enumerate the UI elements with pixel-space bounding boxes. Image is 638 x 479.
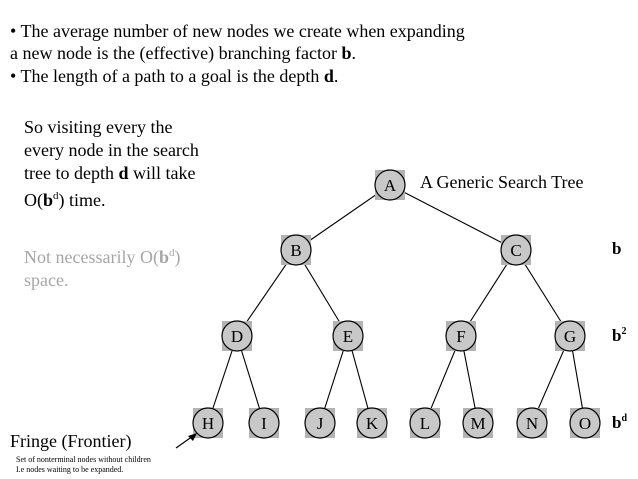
bullet-text: . bbox=[333, 66, 339, 86]
visiting-paragraph: So visiting every the every node in the … bbox=[24, 116, 199, 212]
node-circle bbox=[356, 407, 388, 439]
tree-edges bbox=[207, 184, 586, 424]
level-base: b bbox=[612, 326, 621, 345]
node-circle bbox=[445, 320, 477, 352]
node-label: C bbox=[510, 241, 521, 260]
tree-node-B: B bbox=[280, 234, 312, 266]
text: ) bbox=[174, 247, 181, 267]
bold-text: d bbox=[118, 163, 129, 183]
tree-node-G: G bbox=[554, 320, 586, 352]
superscript: d bbox=[168, 247, 175, 259]
bullet-text: • The length of a path to a goal is the … bbox=[10, 66, 324, 86]
tree-edge-A-C bbox=[389, 184, 517, 251]
node-label: D bbox=[231, 327, 243, 346]
text: Not necessarily O( bbox=[24, 247, 159, 267]
superscript: d bbox=[53, 190, 59, 202]
tree-node-F: F bbox=[445, 320, 477, 352]
tree-node-M: M bbox=[462, 407, 494, 439]
bullet-branching-factor: • The average number of new nodes we cre… bbox=[10, 20, 465, 64]
visiting-line: O(bd) time. bbox=[24, 185, 199, 212]
tree-node-K: K bbox=[356, 407, 388, 439]
level-label-b: b bbox=[612, 239, 621, 258]
space-line: Not necessarily O(bd) bbox=[24, 242, 180, 269]
tree-node-O: O bbox=[569, 407, 601, 439]
tree-node-L: L bbox=[409, 407, 441, 439]
node-circle bbox=[569, 407, 601, 439]
tree-node-J: J bbox=[304, 407, 336, 439]
bullet-depth: • The length of a path to a goal is the … bbox=[10, 65, 338, 87]
bullet-text: • The average number of new nodes we cre… bbox=[10, 21, 465, 41]
node-circle bbox=[516, 407, 548, 439]
node-label: K bbox=[366, 414, 379, 433]
bold-text: b bbox=[158, 247, 169, 267]
tree-title: A Generic Search Tree bbox=[420, 172, 583, 192]
tree-node-E: E bbox=[332, 320, 364, 352]
fringe-desc-line2: I.e nodes waiting to be expanded. bbox=[16, 465, 124, 474]
text: O( bbox=[24, 190, 43, 210]
node-circle bbox=[221, 320, 253, 352]
node-circle bbox=[304, 407, 336, 439]
tree-edge-A-B bbox=[295, 184, 391, 251]
node-label: J bbox=[317, 414, 324, 433]
tree-nodes: A B C D E F G H I J K L M N O bbox=[192, 169, 601, 439]
node-circle bbox=[332, 320, 364, 352]
node-circle bbox=[500, 234, 532, 266]
tree-node-D: D bbox=[221, 320, 253, 352]
tree-node-C: C bbox=[500, 234, 532, 266]
node-label: G bbox=[564, 327, 576, 346]
level-sup: d bbox=[621, 413, 627, 424]
bullet-bold: b bbox=[341, 43, 352, 63]
visiting-line: tree to depth d will take bbox=[24, 162, 199, 185]
level-label-bd: bd bbox=[612, 413, 627, 432]
level-base: b bbox=[612, 413, 621, 432]
space-paragraph: Not necessarily O(bd) space. bbox=[24, 242, 180, 292]
node-label: B bbox=[290, 241, 301, 260]
node-label: I bbox=[261, 414, 267, 433]
node-label: F bbox=[456, 327, 465, 346]
fringe-arrowhead bbox=[188, 433, 197, 441]
fringe-desc-line1: Set of nonterminal nodes without childre… bbox=[16, 455, 151, 464]
bullet-text: . bbox=[351, 43, 357, 63]
visiting-line: So visiting every the bbox=[24, 117, 173, 137]
node-label: H bbox=[202, 414, 214, 433]
tree-node-I: I bbox=[248, 407, 280, 439]
bullet-bold: d bbox=[323, 66, 334, 86]
level-sup: 2 bbox=[621, 326, 626, 337]
node-label: O bbox=[579, 414, 591, 433]
level-label-b2: b2 bbox=[612, 326, 626, 345]
node-circle bbox=[409, 407, 441, 439]
node-label: N bbox=[526, 414, 538, 433]
node-label: L bbox=[420, 414, 430, 433]
visiting-line: every node in the search bbox=[24, 140, 199, 160]
tree-node-N: N bbox=[516, 407, 548, 439]
text: tree to depth bbox=[24, 163, 119, 183]
node-circle bbox=[554, 320, 586, 352]
bold-text: b bbox=[43, 190, 54, 210]
node-circle bbox=[462, 407, 494, 439]
node-circle bbox=[192, 407, 224, 439]
text: ) time. bbox=[58, 190, 106, 210]
node-circle bbox=[248, 407, 280, 439]
tree-node-H: H bbox=[192, 407, 224, 439]
text: will take bbox=[128, 163, 196, 183]
node-label: M bbox=[470, 414, 485, 433]
bullet-text: a new node is the (effective) branching … bbox=[10, 43, 342, 63]
node-circle bbox=[280, 234, 312, 266]
tree-node-A: A bbox=[374, 169, 406, 201]
node-label: E bbox=[343, 327, 353, 346]
node-circle bbox=[374, 169, 406, 201]
fringe-title: Fringe (Frontier) bbox=[10, 431, 132, 451]
space-line: space. bbox=[24, 270, 69, 290]
node-label: A bbox=[384, 176, 397, 195]
